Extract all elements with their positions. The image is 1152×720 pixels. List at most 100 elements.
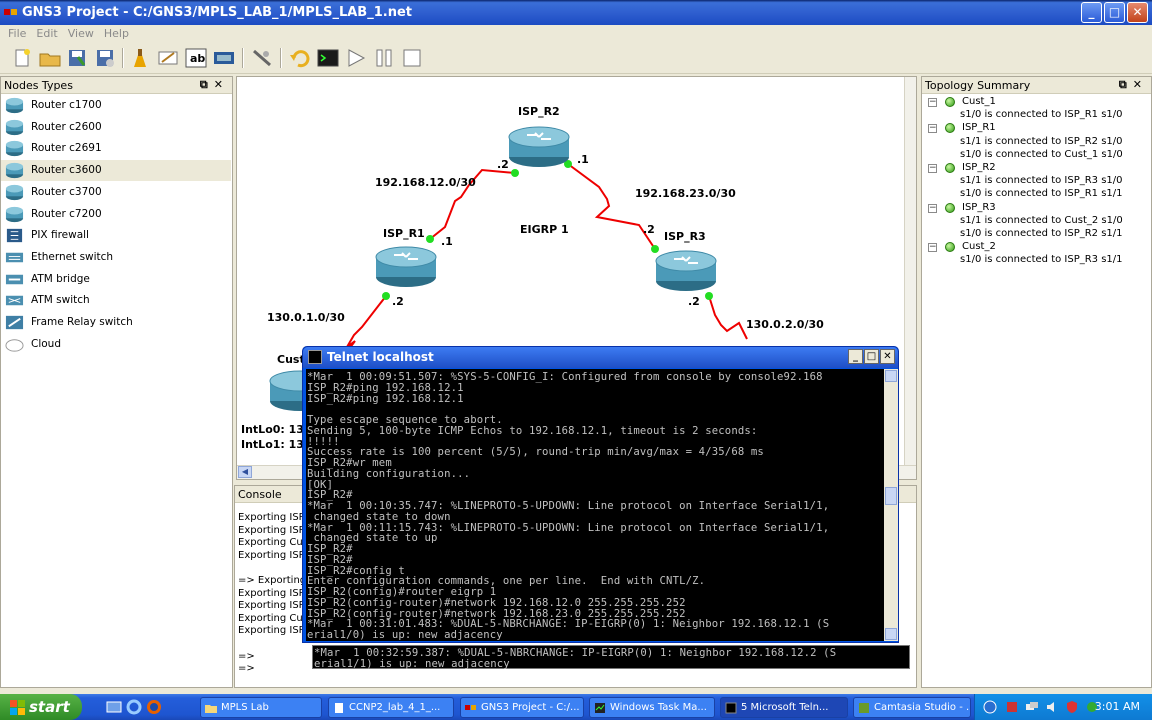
tree-expand-icon[interactable]: − xyxy=(928,123,937,134)
show-desktop-icon[interactable] xyxy=(106,699,122,715)
toolbar-separator xyxy=(122,48,124,68)
terminal-icon xyxy=(308,350,322,364)
save-as-icon[interactable] xyxy=(94,47,118,69)
panel-close-icon[interactable]: ✕ xyxy=(213,78,229,91)
node-type-label: Router c2691 xyxy=(31,142,102,155)
minimize-button[interactable]: _ xyxy=(1081,2,1102,23)
task-manager-icon xyxy=(595,703,605,713)
topology-device-name[interactable]: Cust_2 xyxy=(962,241,996,253)
node-type-item[interactable]: Router c2691 xyxy=(1,138,231,159)
network-icon[interactable] xyxy=(1025,700,1039,714)
close-button[interactable]: ✕ xyxy=(1127,2,1148,23)
status-running-icon xyxy=(945,163,955,173)
tree-expand-icon[interactable]: − xyxy=(928,163,937,173)
task-microsoft-telnet[interactable]: 5 Microsoft Teln... xyxy=(720,697,848,718)
terminal-line: *Mar 1 00:11:15.743: %LINEPROTO-5-UPDOWN… xyxy=(307,521,830,534)
start-button[interactable]: start xyxy=(0,694,82,720)
tray-arrow-icon[interactable] xyxy=(983,700,997,714)
topology-device-name[interactable]: ISP_R1 xyxy=(962,122,996,134)
topology-summary-title: Topology Summary xyxy=(925,79,1031,92)
network-label-01: 130.0.1.0/30 xyxy=(267,311,345,324)
window-titlebar[interactable]: GNS3 Project - C:/GNS3/MPLS_LAB_1/MPLS_L… xyxy=(0,0,1152,25)
node-type-label: Ethernet switch xyxy=(31,250,114,263)
telnet-window[interactable]: Telnet localhost _ □ ✕ *Mar 1 00:09:51.5… xyxy=(302,346,899,643)
telnet-scrollbar[interactable] xyxy=(884,369,898,641)
save-project-icon[interactable] xyxy=(66,47,90,69)
volume-icon[interactable] xyxy=(1045,700,1059,714)
show-hostnames-icon[interactable]: ab xyxy=(184,47,208,69)
open-project-icon[interactable] xyxy=(38,47,62,69)
internet-explorer-icon[interactable] xyxy=(126,699,142,715)
menu-view[interactable]: View xyxy=(67,27,94,40)
scroll-left-button[interactable]: ◀ xyxy=(238,466,252,478)
maximize-button[interactable]: □ xyxy=(1104,2,1125,23)
telnet-window-background[interactable]: *Mar 1 00:32:59.387: %DUAL-5-NBRCHANGE: … xyxy=(312,645,910,670)
terminal-line: changed state to down xyxy=(307,510,451,523)
console-line: Exporting ISP_ xyxy=(238,625,310,637)
node-type-item[interactable]: Cloud xyxy=(1,334,231,355)
tree-expand-icon[interactable]: − xyxy=(928,97,937,107)
window-title: GNS3 Project - C:/GNS3/MPLS_LAB_1/MPLS_L… xyxy=(22,5,412,20)
add-note-icon[interactable] xyxy=(156,47,180,69)
tree-expand-icon[interactable]: − xyxy=(928,202,937,213)
topology-device-name[interactable]: Cust_1 xyxy=(962,96,996,107)
clear-icon[interactable] xyxy=(128,47,152,69)
telnet-titlebar[interactable]: Telnet localhost _ □ ✕ xyxy=(303,347,898,368)
terminal-line: ISP_R2(config-router)#network 192.168.12… xyxy=(307,596,686,609)
node-type-item[interactable]: Ethernet switch xyxy=(1,247,231,268)
task-camtasia-studio[interactable]: Camtasia Studio - ... xyxy=(853,697,971,718)
node-type-item[interactable]: PIX firewall xyxy=(1,225,231,246)
tray-utility-icon[interactable] xyxy=(1085,700,1099,714)
topology-device-name[interactable]: ISP_R3 xyxy=(962,201,996,213)
start-icon[interactable] xyxy=(344,47,368,69)
new-project-icon[interactable] xyxy=(10,47,34,69)
loopback-label-1: IntLo1: 13 xyxy=(241,438,304,451)
system-tray: 3:01 AM xyxy=(974,694,1152,720)
telnet-maximize-button[interactable]: □ xyxy=(864,349,879,364)
node-type-item[interactable]: Router c7200 xyxy=(1,204,231,225)
float-icon[interactable]: ⧉ xyxy=(199,78,214,91)
panel-close-icon[interactable]: ✕ xyxy=(1132,78,1148,91)
interface-label: .1 xyxy=(577,153,589,166)
telnet-close-button[interactable]: ✕ xyxy=(880,349,895,364)
task-mpls-lab[interactable]: MPLS Lab xyxy=(200,697,322,718)
console-icon[interactable] xyxy=(316,47,340,69)
telnet-scroll-thumb[interactable] xyxy=(885,487,897,505)
show-interfaces-icon[interactable] xyxy=(212,47,236,69)
task-ccnp2-lab[interactable]: CCNP2_lab_4_1_... xyxy=(328,697,454,718)
menu-file[interactable]: File xyxy=(8,27,27,40)
console-line: Exporting ISP_ xyxy=(238,512,310,523)
topology-device-name[interactable]: ISP_R2 xyxy=(962,162,996,173)
interface-label: .2 xyxy=(392,295,404,308)
float-icon[interactable]: ⧉ xyxy=(1118,78,1133,91)
canvas-vscrollbar[interactable] xyxy=(904,77,916,467)
node-type-item[interactable]: ATM switch xyxy=(1,290,231,311)
task-gns3-project[interactable]: GNS3 Project - C:/... xyxy=(460,697,584,718)
node-type-item[interactable]: Router c3700 xyxy=(1,182,231,203)
router-icon xyxy=(5,162,24,179)
node-type-item[interactable]: Router c2600 xyxy=(1,117,231,138)
telnet-minimize-button[interactable]: _ xyxy=(848,349,863,364)
menu-help[interactable]: Help xyxy=(103,27,129,40)
switch-icon xyxy=(5,252,24,263)
menu-edit[interactable]: Edit xyxy=(36,27,58,40)
topology-summary-header: Topology Summary ⧉✕ xyxy=(922,77,1151,94)
telnet-terminal[interactable]: *Mar 1 00:09:51.507: %SYS-5-CONFIG_I: Co… xyxy=(306,369,884,641)
undo-icon[interactable] xyxy=(288,47,312,69)
stop-icon[interactable] xyxy=(400,47,424,69)
firefox-icon[interactable] xyxy=(146,699,162,715)
suspend-icon[interactable] xyxy=(372,47,396,69)
tree-expand-icon[interactable]: − xyxy=(928,242,937,253)
node-type-item[interactable]: Frame Relay switch xyxy=(1,312,231,333)
task-windows-task-manager[interactable]: Windows Task Ma... xyxy=(589,697,715,718)
node-type-item[interactable]: Router c1700 xyxy=(1,95,231,116)
node-type-item[interactable]: Router c3600 xyxy=(1,160,231,182)
link-r1-r2 xyxy=(429,168,516,240)
terminal-line: ISP_R2# xyxy=(307,553,353,566)
terminal-line: Success rate is 100 percent (5/5), round… xyxy=(307,446,764,459)
node-type-item[interactable]: ATM bridge xyxy=(1,269,231,290)
add-link-icon[interactable] xyxy=(250,47,274,69)
tray-app-icon[interactable] xyxy=(1005,700,1019,714)
security-icon[interactable] xyxy=(1065,700,1079,714)
router-isp-r2 xyxy=(508,126,570,167)
